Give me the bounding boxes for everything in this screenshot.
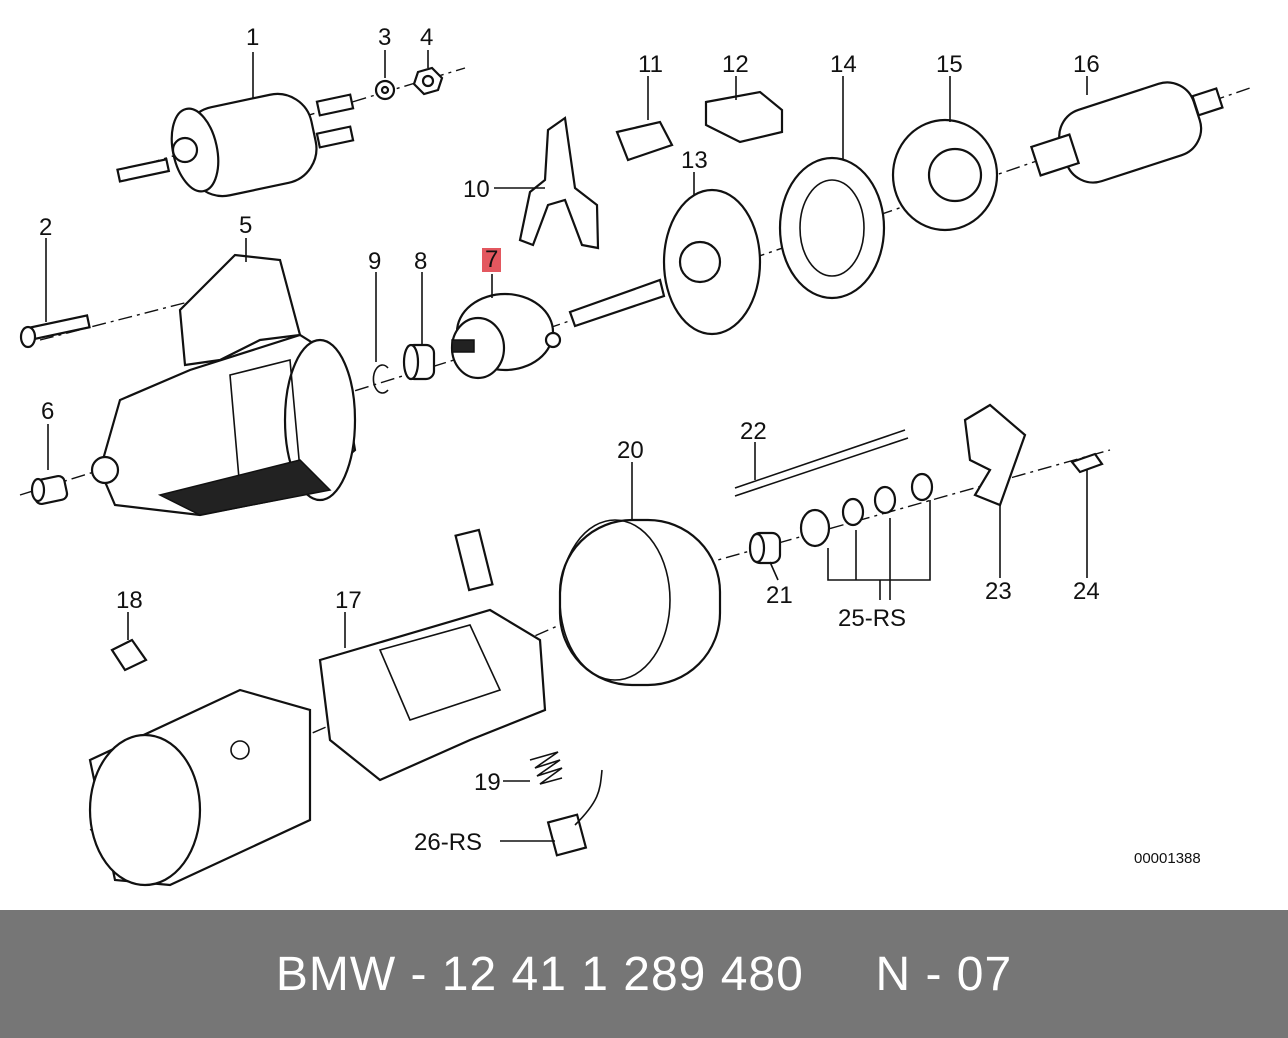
screw-part-24 [1070,452,1104,474]
callout-label-2: 2 [39,214,53,241]
ring-part-8 [402,343,436,381]
callout-label-26-rs: 26-RS [414,829,483,856]
bolt-part-2 [19,314,91,349]
callout-label-17: 17 [335,587,362,614]
callout-label-20: 20 [617,437,644,464]
callout-label-13: 13 [681,147,708,174]
callout-label-15: 15 [936,51,963,78]
ring-gear-part-14 [778,156,886,300]
retaining-ring-part-9 [372,364,389,394]
callout-label-22: 22 [740,418,767,445]
contact-part-11 [615,120,674,162]
callout-label-8: 8 [414,248,428,275]
callout-label-24: 24 [1073,578,1100,605]
shaft-and-bearing-part-13 [568,188,762,336]
callout-label-10: 10 [463,176,490,203]
callout-label-18: 18 [116,587,143,614]
diagram-code: 00001388 [1134,850,1201,867]
part-number-footer: BMW - 12 41 1 289 480 N - 07 [0,910,1288,1038]
callout-label-23: 23 [985,578,1012,605]
bushing-part-6 [30,474,69,506]
callout-label-19: 19 [474,769,501,796]
solenoid-part-1 [116,92,355,198]
callout-label-25-rs: 25-RS [838,605,907,632]
bracket-part-12 [704,90,784,144]
armature-part-16 [1029,81,1224,184]
pole-housing [88,688,312,887]
callout-label-1: 1 [246,24,260,51]
pinion-part-7 [450,292,562,380]
callout-label-4: 4 [420,24,434,51]
callout-label-14: 14 [830,51,857,78]
callout-label-3: 3 [378,24,392,51]
callout-label-5: 5 [239,212,253,239]
part-number-text: BMW - 12 41 1 289 480 N - 07 [275,947,1013,1001]
through-bolt-part-22 [734,429,909,497]
callout-label-9: 9 [368,248,382,275]
spring-part-19 [529,751,563,785]
fork-lever-part-10 [518,116,600,250]
callout-label-21: 21 [766,582,793,609]
brush-holder-part-17 [318,528,547,782]
callout-label-12: 12 [722,51,749,78]
flange-part-23 [963,403,1027,507]
screw-part-18 [110,638,148,672]
brush-part-26 [546,769,603,857]
callout-label-7: 7 [482,248,502,272]
callout-label-16: 16 [1073,51,1100,78]
end-cover-part-20 [558,518,722,687]
callout-label-6: 6 [41,398,55,425]
carrier-part-15 [891,118,999,232]
callout-label-11: 11 [638,51,663,78]
sleeve-part-21 [748,531,782,565]
exploded-starter-diagram [19,50,1251,887]
washers-part-25 [799,472,934,600]
housing-part-5 [90,253,357,517]
washer-part-3 [374,79,396,101]
nut-part-4 [412,66,444,96]
